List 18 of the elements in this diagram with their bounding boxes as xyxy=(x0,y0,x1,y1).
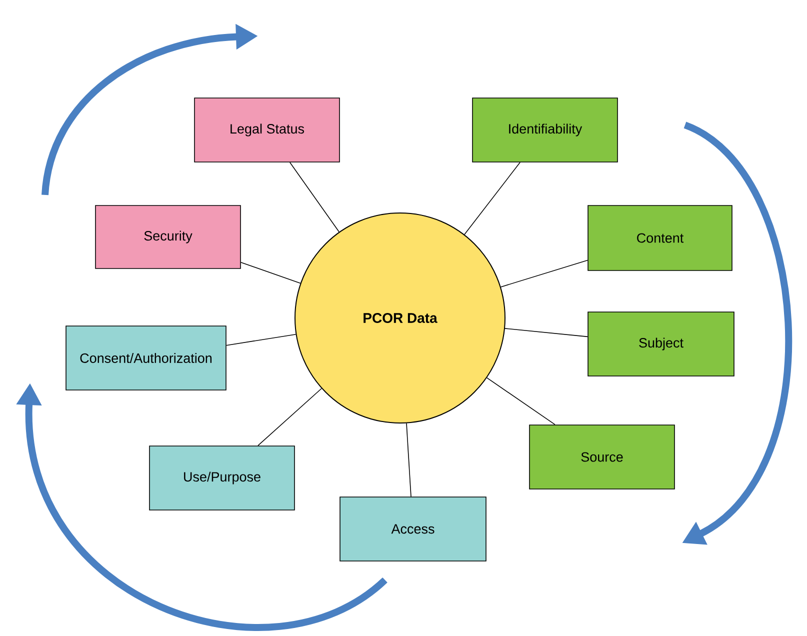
category-box: Source xyxy=(529,424,675,490)
category-box: Legal Status xyxy=(194,98,340,162)
connector-line xyxy=(486,377,556,425)
category-box: Identifiability xyxy=(472,98,618,162)
category-box: Use/Purpose xyxy=(149,446,295,510)
connector-line xyxy=(240,262,301,284)
category-box: Consent/Authorization xyxy=(66,326,226,390)
connector-line xyxy=(258,388,322,446)
category-box: Access xyxy=(340,496,486,562)
category-box: Security xyxy=(95,205,241,269)
category-box: Content xyxy=(588,205,732,271)
connector-line xyxy=(504,328,588,338)
connector-line xyxy=(406,422,412,497)
connector-line xyxy=(500,260,588,288)
connector-line xyxy=(464,162,520,235)
connector-line xyxy=(289,162,340,232)
connector-line xyxy=(226,334,296,346)
category-box: Subject xyxy=(588,312,734,376)
